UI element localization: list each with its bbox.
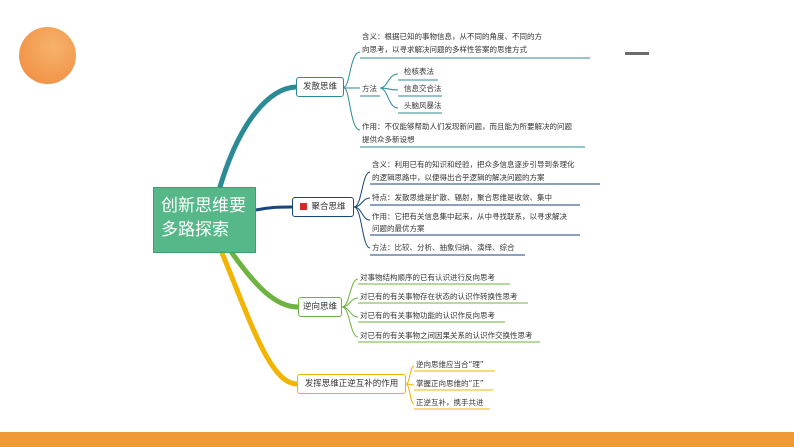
link-root-b3 xyxy=(229,250,301,310)
flag-icon xyxy=(300,203,308,210)
link-root-b1 xyxy=(217,84,299,190)
branch-complementary-thinking[interactable]: 发挥思维正逆互补的作用 xyxy=(297,374,406,394)
branch-divergent-thinking[interactable]: 发散思维 xyxy=(296,77,344,97)
link-b1-meaning xyxy=(343,51,361,88)
link-b4-i1 xyxy=(405,365,415,385)
footer-accent-bar xyxy=(0,432,794,447)
root-node[interactable]: 创新思维要 多路探索 xyxy=(153,187,256,253)
b1-effect-line-2: 提供众多新设想 xyxy=(362,135,415,144)
b2-meaning-line-2: 的逻辑思路中，以便得出合乎逻辑的解决问题的方案 xyxy=(372,173,545,182)
branch-2-label: 聚合思维 xyxy=(311,202,346,212)
link-b2-method xyxy=(353,206,371,249)
link-b4-i3 xyxy=(405,383,415,405)
b1-method-3: 头脑风暴法 xyxy=(404,101,442,110)
b2-effect-line-1: 作用：它把有关信息集中起来，从中寻找联系，以寻求解决 xyxy=(372,212,567,221)
root-line-1: 创新思维要 xyxy=(161,196,246,216)
decorative-dash xyxy=(625,52,649,55)
branch-convergent-thinking[interactable]: 聚合思维 xyxy=(292,197,354,217)
b2-meaning-line-1: 含义：利用已有的知识和经验，把众多信息逐步引导到条理化 xyxy=(372,160,575,169)
root-line-2: 多路探索 xyxy=(161,220,229,240)
branch-reverse-thinking[interactable]: 逆向思维 xyxy=(298,297,342,317)
b4-item-2: 掌握正向思维的“正” xyxy=(416,379,484,388)
b3-item-1: 对事物结构顺序的已有认识进行反向思考 xyxy=(360,273,495,282)
b1-method-2: 信息交合法 xyxy=(404,84,442,93)
link-b3-i4 xyxy=(341,306,359,338)
b4-item-1: 逆向思维应当合“理” xyxy=(416,360,484,369)
link-root-b2 xyxy=(255,205,293,212)
link-b2-meaning xyxy=(353,171,371,208)
link-root-b4 xyxy=(219,250,300,387)
b2-effect-line-2: 问题的最优方案 xyxy=(372,224,425,233)
link-b1-effect xyxy=(343,87,361,131)
b1-method-1: 检核表法 xyxy=(404,67,434,76)
b3-item-2: 对已有的有关事物存在状态的认识作转换性思考 xyxy=(360,292,518,301)
b3-item-4: 对已有的有关事物之间因果关系的认识作交换性思考 xyxy=(360,331,533,340)
decorative-orange-circle xyxy=(19,27,76,84)
link-b1-m3 xyxy=(379,87,399,109)
b4-item-3: 正逆互补，携手共进 xyxy=(416,398,484,407)
b1-effect-line-1: 作用：不仅能够帮助人们发现新问题，而且能为所要解决的问题 xyxy=(362,122,572,131)
link-b1-m1 xyxy=(379,73,399,89)
b1-method-label: 方法 xyxy=(362,84,377,93)
link-b2-feature xyxy=(353,197,371,208)
b3-item-3: 对已有的有关事物功能的认识作反向思考 xyxy=(360,311,495,320)
b1-meaning-line-2: 向思考，以寻求解决问题的多样性答案的思维方式 xyxy=(362,45,527,54)
link-b3-i1 xyxy=(341,278,359,308)
b2-feature: 特点：发散思维是扩散、辐射，聚合思维是收敛、集中 xyxy=(372,193,552,202)
b1-meaning-line-1: 含义：根据已知的事物信息，从不同的角度、不同的方 xyxy=(362,32,542,41)
b2-method: 方法：比较、分析、抽象归纳、演绎、综合 xyxy=(372,243,515,252)
